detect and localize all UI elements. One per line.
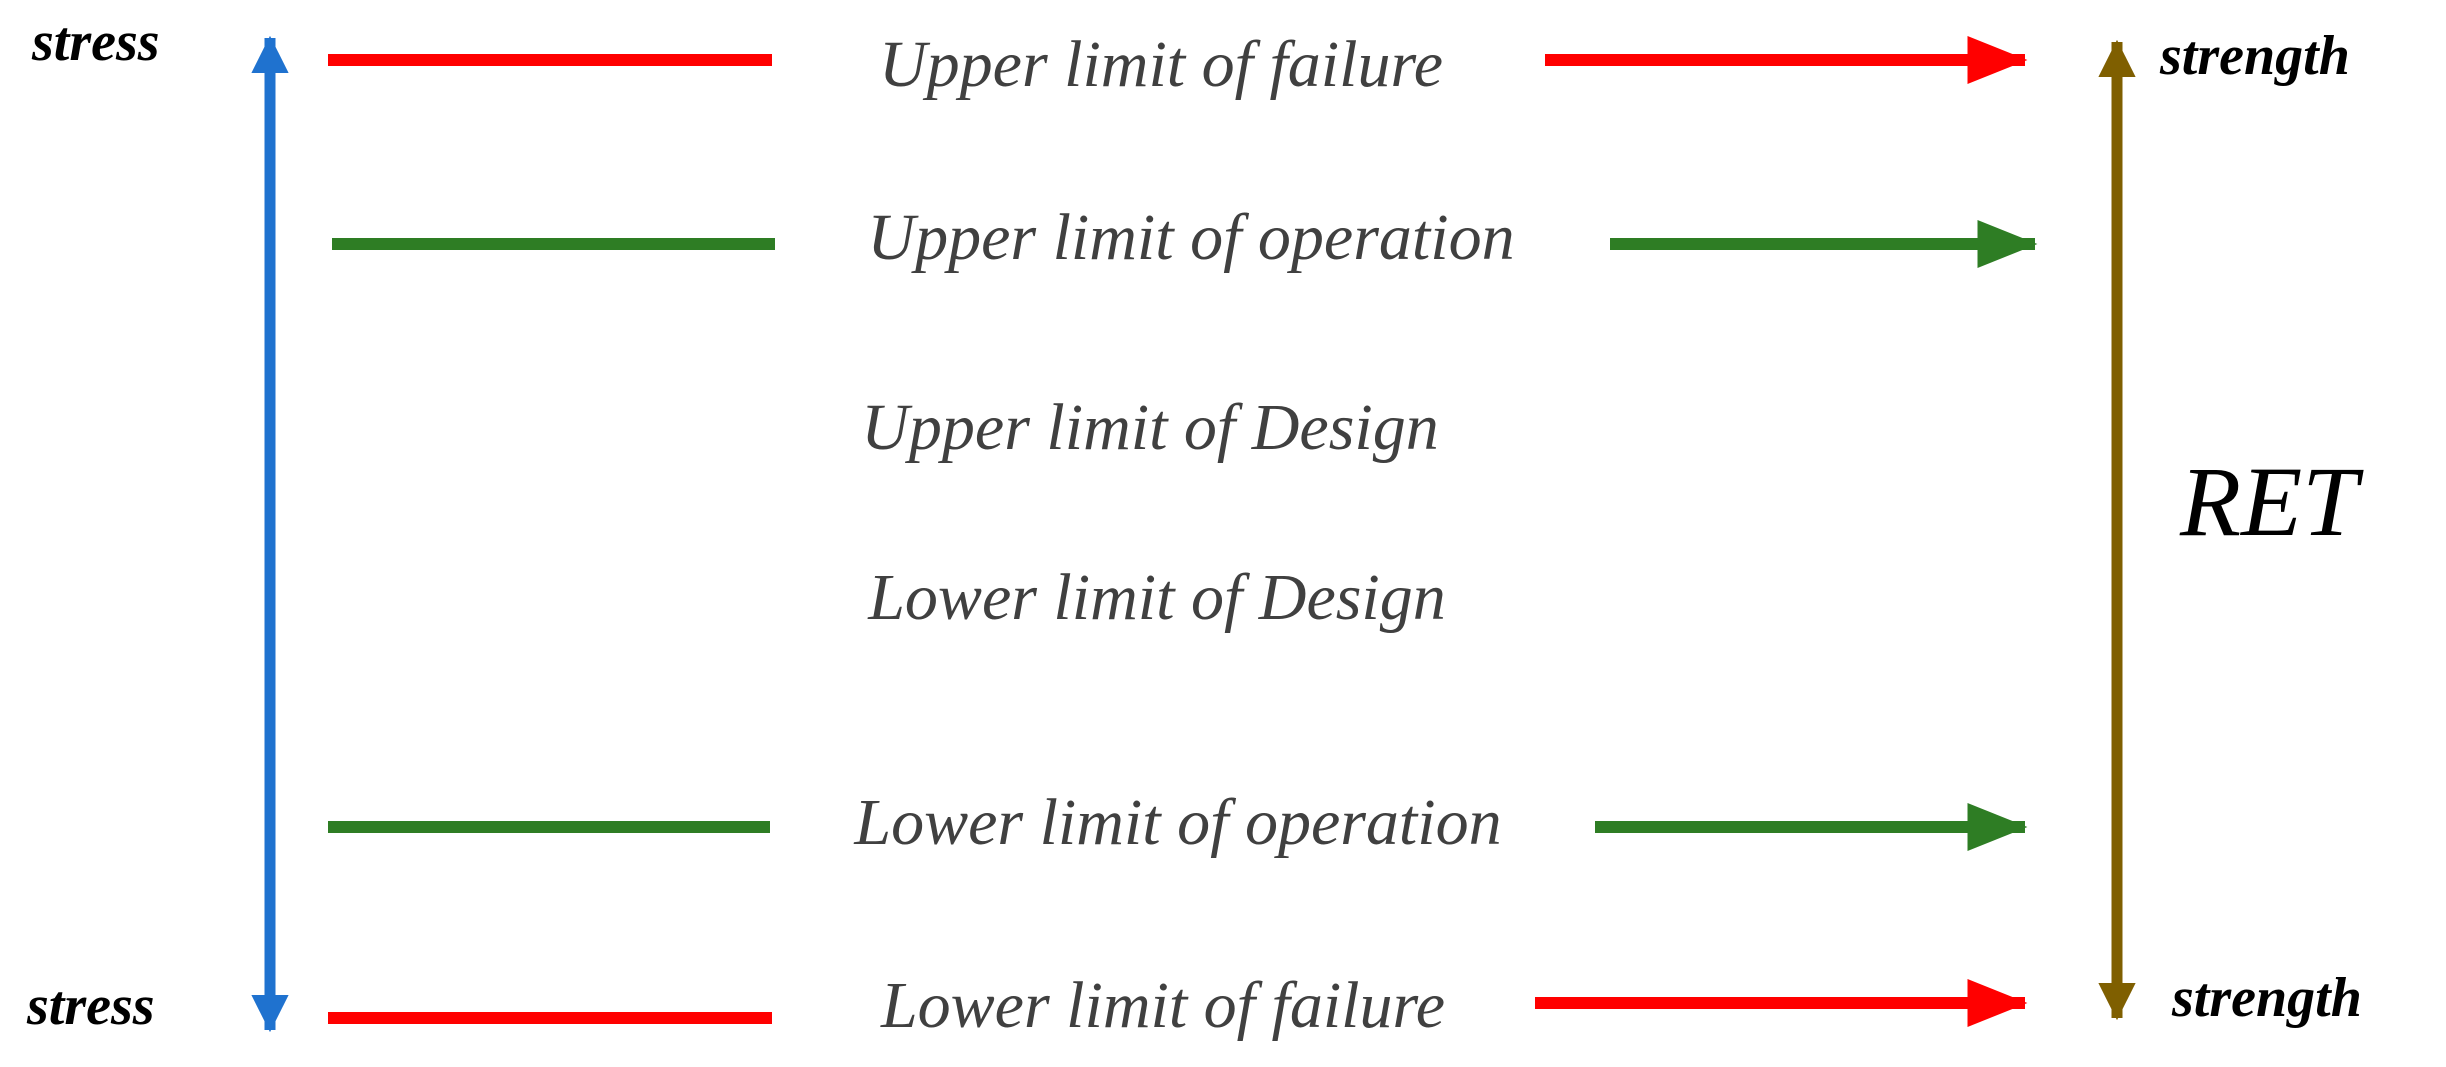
upper-failure-label: Upper limit of failure <box>878 28 1444 101</box>
strength-top-label: strength <box>2160 25 2350 87</box>
lower-design-label: Lower limit of Design <box>868 561 1446 634</box>
strength-bottom-label: strength <box>2172 967 2362 1029</box>
lower-operation-label: Lower limit of operation <box>854 786 1502 859</box>
upper-operation-label: Upper limit of operation <box>867 201 1515 274</box>
ret-label: RET <box>2180 446 2358 557</box>
upper-design-label: Upper limit of Design <box>861 391 1439 464</box>
stress-bottom-label: stress <box>27 975 155 1037</box>
stress-top-label: stress <box>32 11 160 73</box>
lower-failure-label: Lower limit of failure <box>880 969 1446 1042</box>
